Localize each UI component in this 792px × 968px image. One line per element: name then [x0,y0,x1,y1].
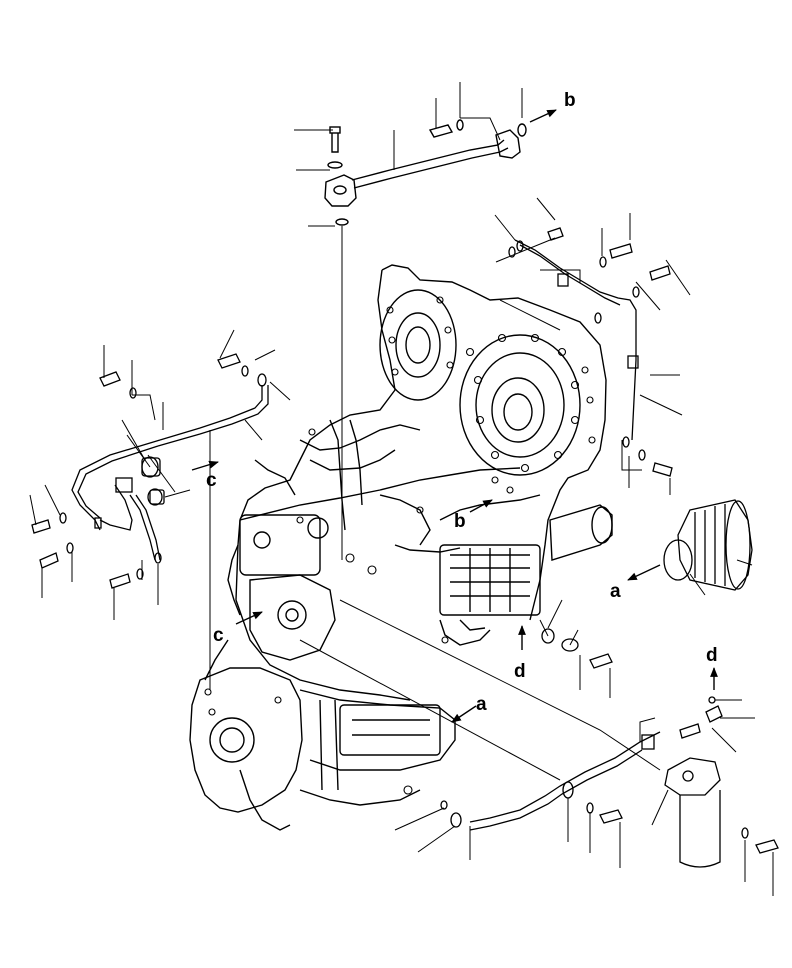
callout-letter-a-lower: a [476,694,487,715]
arrow-c-lower [235,611,263,625]
callout-letter-b-top: b [564,90,576,111]
arrow-c-upper [191,460,219,471]
callout-letter-d-right: d [706,645,718,666]
arrow-a-right [627,564,661,581]
callout-letter-a-right: a [610,581,621,602]
callout-letter-d-lower: d [514,661,526,682]
left-pipe-assembly [31,353,269,589]
callout-arrows [191,109,718,723]
transmission-housing [189,264,613,831]
callout-letter-b-mid: b [454,511,466,532]
top-oil-pipe [324,119,527,226]
callout-letter-c-upper: c [206,470,217,491]
arrow-b-mid [469,499,493,513]
callout-letter-c-lower: c [213,625,224,646]
arrow-b-top [529,109,557,123]
right-harness-pipe [508,227,673,477]
leader-lines [29,82,774,896]
arrow-a-lower [451,705,477,723]
oil-filter-assembly [440,499,779,868]
